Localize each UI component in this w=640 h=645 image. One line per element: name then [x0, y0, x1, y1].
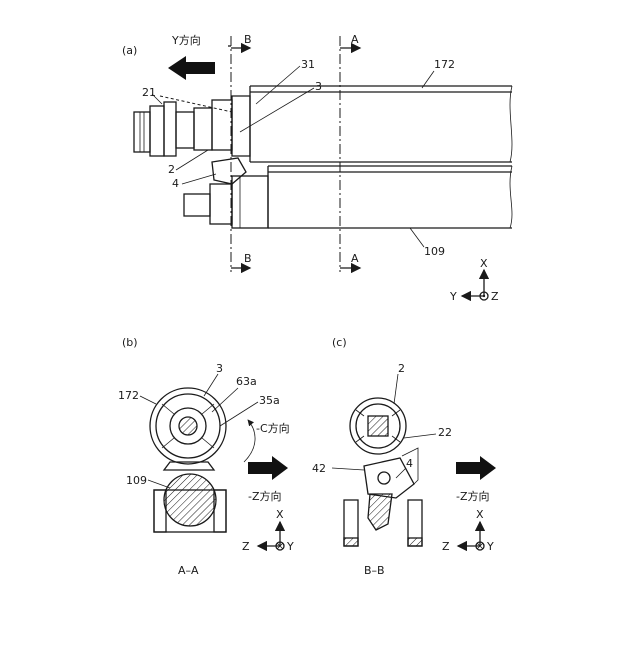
left-support-c-foot: [344, 538, 358, 546]
axis-symbol-b: X Z Y: [242, 508, 294, 553]
ref-3: 3: [315, 80, 322, 93]
gear-2-shaft: [368, 416, 388, 436]
ref-4-c-leader: [396, 468, 406, 478]
ref-35a: 35a: [259, 394, 280, 407]
section-b-top-label: B: [244, 33, 252, 46]
panel-a-label: (a): [122, 44, 137, 57]
coupling-3: [212, 100, 232, 150]
ref-22-leader: [404, 434, 436, 438]
axis-c-y-label: Y: [486, 540, 494, 553]
shaft-section: [179, 417, 197, 435]
gear-collar: [194, 108, 212, 150]
lower-shaft-end: [184, 194, 210, 216]
axis-z-label: Z: [491, 290, 499, 303]
ref-4: 4: [172, 177, 179, 190]
y-direction-label: Y方向: [171, 33, 201, 47]
axis-b-z-label: Z: [242, 540, 250, 553]
axis-symbol-a: X Y Z: [449, 257, 499, 303]
ref-109: 109: [424, 245, 445, 258]
ref-3-b-leader: [204, 374, 218, 396]
roller-109-body: [268, 166, 512, 228]
ref-31-leader: [256, 66, 300, 104]
ref-3-b: 3: [216, 362, 223, 375]
ref-172: 172: [434, 58, 455, 71]
lever-4-base: [368, 494, 392, 530]
ref-2-leader: [176, 150, 208, 170]
ref-3-leader: [240, 88, 314, 132]
ref-22: 22: [438, 426, 452, 439]
roller-172-flange: [232, 96, 250, 156]
axis-y-label: Y: [449, 290, 457, 303]
right-support-c-foot: [408, 538, 422, 546]
roller-172-bracket: [164, 462, 214, 470]
ref-21-leader: [152, 94, 162, 104]
ref-109-b: 109: [126, 474, 147, 487]
ref-2-c: 2: [398, 362, 405, 375]
caption-b-b: B–B: [364, 564, 385, 577]
gear-shaft: [176, 112, 194, 148]
roller-109-break: [510, 166, 512, 228]
c-direction-label: -C方向: [256, 421, 290, 435]
c-direction-curve: [244, 420, 255, 462]
axis-z-dot: [483, 295, 485, 297]
panel-a: (a) Y方向 B B A A 172 109 31 3: [122, 33, 512, 303]
axis-c-x-label: X: [476, 508, 484, 521]
axis-symbol-c: X Z Y: [442, 508, 494, 553]
gear-body: [150, 106, 164, 156]
gear-outer: [134, 112, 150, 152]
ref-4-leader: [182, 174, 216, 184]
ref-31: 31: [301, 58, 315, 71]
bearing-block: [232, 176, 268, 228]
axis-b-x-label: X: [276, 508, 284, 521]
ref-172-b: 172: [118, 389, 139, 402]
section-a-bottom-label: A: [351, 252, 359, 265]
ref-172-b-leader: [140, 396, 156, 404]
lever-4: [212, 158, 246, 184]
panel-b: (b) 3 63a 172 35a -C方向 109 -Z方向: [118, 336, 294, 577]
caption-a-a: A–A: [178, 564, 199, 577]
section-b-bottom-label: B: [244, 252, 252, 265]
ref-35a-leader: [220, 402, 258, 426]
z-direction-label-b: -Z方向: [248, 489, 282, 503]
z-direction-label-c: -Z方向: [456, 489, 490, 503]
ref-2: 2: [168, 163, 175, 176]
roller-109-section: [164, 474, 216, 526]
ref-109-b-leader: [148, 480, 170, 488]
axis-b-y-label: Y: [286, 540, 294, 553]
panel-c-label: (c): [332, 336, 347, 349]
z-direction-arrow-b: [248, 456, 288, 480]
gear-hub: [164, 102, 176, 156]
roller-172-body: [250, 86, 512, 162]
ref-21: 21: [142, 86, 156, 99]
ref-4-c: 4: [406, 457, 413, 470]
section-a-top-label: A: [351, 33, 359, 46]
panel-b-label: (b): [122, 336, 138, 349]
ref-63a: 63a: [236, 375, 257, 388]
z-direction-arrow-c: [456, 456, 496, 480]
axis-x-label: X: [480, 257, 488, 270]
roller-172-break: [510, 86, 512, 162]
lower-bearing: [210, 184, 232, 224]
ref-2-c-leader: [394, 374, 398, 404]
ref-42: 42: [312, 462, 326, 475]
axis-c-z-label: Z: [442, 540, 450, 553]
lever-pivot: [378, 472, 390, 484]
panel-c: (c) 2 22 42 4 -Z方向 X: [312, 336, 496, 577]
ref-42-leader: [332, 468, 364, 470]
ref-109-leader: [410, 228, 424, 247]
y-direction-arrow: [168, 56, 215, 80]
